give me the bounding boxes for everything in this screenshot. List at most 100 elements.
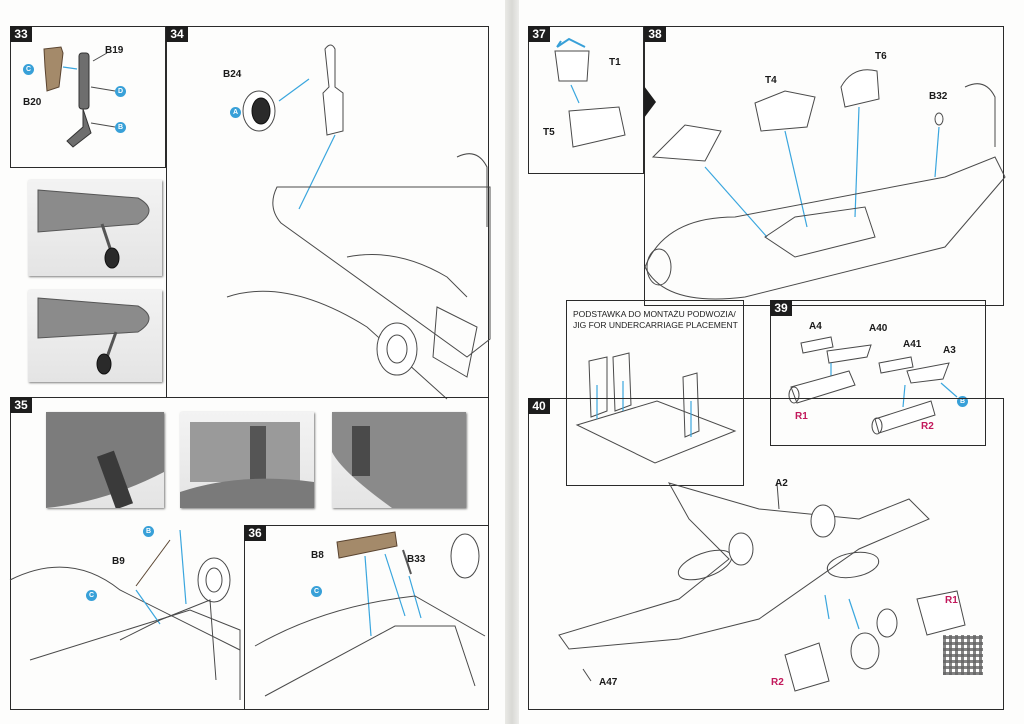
callout-a: A	[230, 107, 241, 118]
callout-c: C	[23, 64, 34, 75]
part-label-t6: T6	[875, 51, 887, 62]
left-mainwheel	[728, 532, 754, 566]
step-36-door-drawing	[254, 531, 486, 697]
page-gutter	[505, 0, 519, 724]
jig-base	[575, 400, 737, 464]
nose-wheel	[197, 557, 231, 603]
reference-photo-gear-side	[28, 180, 162, 276]
part-label-r2: R2	[921, 421, 934, 432]
step-40-panel: 40 A2 A47 R1 R2	[528, 398, 1004, 710]
step-39-drop-tank-drawing	[788, 336, 958, 435]
step-38-marker-triangle	[644, 86, 656, 118]
step-40-aircraft-drawing	[558, 482, 966, 692]
step-38-panel: 38 T4 T6 B32	[644, 26, 1006, 306]
step-38-number: 38	[644, 26, 666, 42]
step-40-number: 40	[528, 398, 550, 414]
step-33-number: 33	[10, 26, 32, 42]
part-label-b32: B32	[929, 91, 948, 102]
part-a40	[826, 344, 872, 364]
step-33-panel: 33 B19 B20 C D B	[10, 26, 166, 168]
part-t1-detail	[556, 37, 586, 48]
reference-photo-bay-2	[180, 412, 314, 508]
part-r2-tank	[874, 400, 936, 434]
step-36-number: 36	[244, 525, 266, 541]
step-35-number: 35	[10, 397, 32, 413]
step-37-canopy-drawing	[554, 37, 626, 148]
step-39-number: 39	[770, 300, 792, 316]
part-t5-windscreen	[568, 106, 626, 148]
reference-photo-bay-1	[46, 412, 164, 508]
part-label-r1-40: R1	[945, 595, 958, 606]
callout-b-35: B	[143, 526, 154, 537]
r2-tank-40	[784, 642, 830, 692]
part-b20-leg-cover	[43, 46, 64, 92]
step-34-number: 34	[166, 26, 188, 42]
step-34-panel: 34 B24 A	[166, 26, 491, 400]
step-35-nose-drawing	[9, 529, 241, 700]
part-label-b19: B19	[105, 45, 124, 56]
part-label-b8: B8	[311, 550, 324, 561]
part-b8-door	[336, 531, 398, 559]
callout-c-36: C	[311, 586, 322, 597]
part-label-a3: A3	[943, 345, 956, 356]
strut-lower-arm	[66, 108, 92, 148]
part-t4-canopy	[754, 90, 816, 132]
mounted-wheel	[376, 322, 418, 376]
qr-code	[943, 635, 983, 675]
part-label-b33: B33	[407, 554, 426, 565]
step-36-panel: 36 B8 B33 C	[244, 525, 489, 710]
callout-b-39: B	[957, 396, 968, 407]
armored-glass	[554, 50, 590, 82]
right-mainwheel	[810, 504, 836, 538]
reference-photo-gear-angle	[28, 290, 162, 382]
part-t6-canopy	[840, 69, 880, 108]
fuselage-outline	[644, 156, 1006, 300]
gear-side-render	[37, 189, 150, 269]
wheel-36	[450, 533, 480, 579]
bay-1-render	[46, 412, 164, 508]
step-37-number: 37	[528, 26, 550, 42]
callout-b: B	[115, 122, 126, 133]
callout-d: D	[115, 86, 126, 97]
part-label-a40: A40	[869, 323, 888, 334]
part-a2-antenna	[776, 482, 780, 510]
part-label-t5: T5	[543, 127, 555, 138]
jig-title-english: JIG FOR UNDERCARRIAGE PLACEMENT	[573, 320, 738, 330]
step-39-panel: 39 A4 A40 A41 A3 R1 R2 B	[770, 300, 986, 446]
part-label-b24: B24	[223, 69, 242, 80]
bay-3-render	[332, 412, 466, 508]
part-label-a41: A41	[903, 339, 922, 350]
part-a3	[906, 362, 950, 384]
right-engine	[826, 551, 880, 579]
engine-nacelle-outline	[272, 186, 491, 358]
part-a47-pitot	[582, 668, 592, 682]
part-label-a2: A2	[775, 478, 788, 489]
part-label-t1: T1	[609, 57, 621, 68]
step-37-panel: 37 T1 T5	[528, 26, 644, 174]
part-label-a4: A4	[809, 321, 822, 332]
part-label-b9: B9	[112, 556, 125, 567]
part-r1-tank	[790, 370, 856, 404]
part-a41	[878, 356, 914, 374]
windscreen-part	[651, 124, 722, 162]
step-33-strut-drawing	[43, 46, 116, 148]
part-label-r2-40: R2	[771, 677, 784, 688]
part-label-a47: A47	[599, 677, 618, 688]
step-34-wing-drawing	[226, 44, 491, 400]
callout-c-35: C	[86, 590, 97, 601]
main-gear-leg	[322, 44, 344, 136]
nose-wheel-40	[876, 608, 898, 638]
undercarriage-jig-panel: PODSTAWKA DO MONTAŻU PODWOZIA/ JIG FOR U…	[566, 300, 744, 486]
step-38-canopy-drawing	[644, 69, 1006, 300]
part-b19-strut	[78, 52, 90, 110]
airframe-outline	[558, 482, 930, 650]
jig-title-polish: PODSTAWKA DO MONTAŻU PODWOZIA/	[573, 309, 736, 319]
part-label-b20: B20	[23, 97, 42, 108]
part-a4	[800, 336, 834, 354]
reference-photo-bay-3	[332, 412, 466, 508]
part-label-r1: R1	[795, 411, 808, 422]
r1-tank-40	[916, 590, 966, 636]
bay-2-render	[180, 422, 314, 508]
left-engine	[677, 549, 733, 581]
gear-angle-render	[37, 297, 150, 375]
